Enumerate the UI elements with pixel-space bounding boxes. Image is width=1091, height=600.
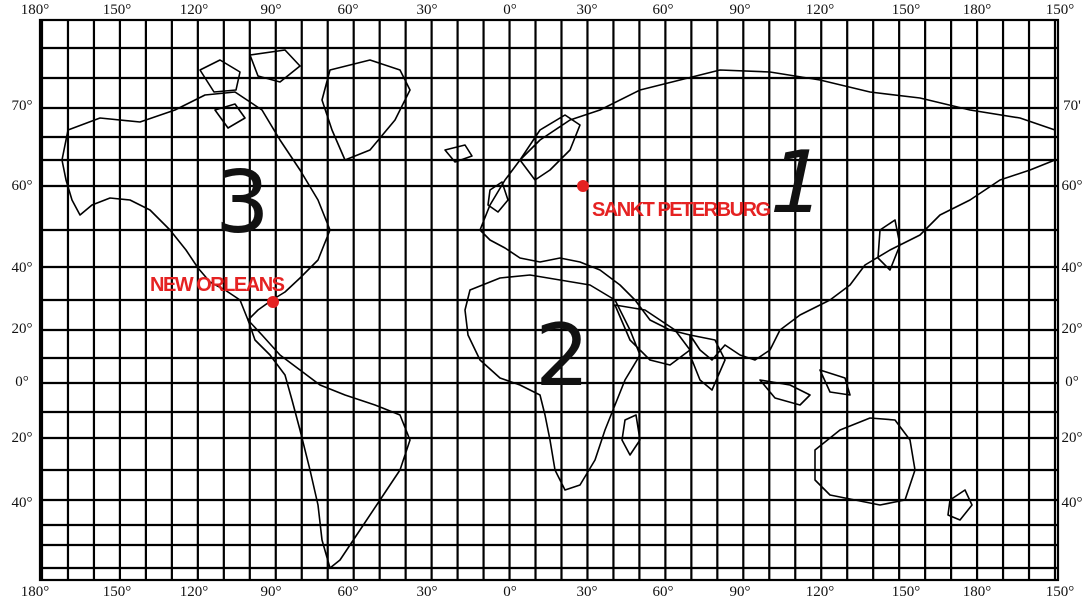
longitude-label-bottom: 60° bbox=[338, 584, 359, 600]
longitude-label-bottom: 150° bbox=[892, 584, 921, 600]
longitude-label-bottom: 90° bbox=[261, 584, 282, 600]
city-label-new-orleans: NEW ORLEANS bbox=[150, 274, 285, 296]
city-label-sankt-peterburg: SANKT PETERBURG bbox=[592, 199, 770, 221]
longitude-label-top: 30° bbox=[417, 2, 438, 18]
longitude-label-bottom: 150° bbox=[1046, 584, 1075, 600]
city-dot-sankt-peterburg[interactable] bbox=[577, 180, 589, 192]
latitude-label-right: 20° bbox=[1062, 430, 1083, 446]
longitude-label-bottom: 180° bbox=[963, 584, 992, 600]
longitude-label-bottom: 30° bbox=[417, 584, 438, 600]
longitude-label-top: 180° bbox=[963, 2, 992, 18]
longitude-label-top: 150° bbox=[103, 2, 132, 18]
latitude-label-left: 20° bbox=[12, 430, 33, 446]
longitude-label-top: 150° bbox=[1046, 2, 1075, 18]
latitude-label-right: 70' bbox=[1063, 98, 1081, 114]
longitude-label-top: 90° bbox=[261, 2, 282, 18]
longitude-label-bottom: 150° bbox=[103, 584, 132, 600]
coastlines bbox=[61, 49, 1056, 569]
longitude-label-top: 30° bbox=[577, 2, 598, 18]
longitude-label-bottom: 180° bbox=[21, 584, 50, 600]
longitude-label-bottom: 120° bbox=[806, 584, 835, 600]
coordinate-labels: 180°150°120°90°60°30°0°30°60°90°120°150°… bbox=[12, 2, 1083, 600]
latitude-label-left: 0° bbox=[15, 374, 29, 390]
longitude-label-top: 120° bbox=[180, 2, 209, 18]
longitude-label-bottom: 120° bbox=[180, 584, 209, 600]
latitude-label-right: 20° bbox=[1062, 321, 1083, 337]
longitude-label-bottom: 90° bbox=[730, 584, 751, 600]
latitude-label-left: 70° bbox=[12, 98, 33, 114]
longitude-label-bottom: 30° bbox=[577, 584, 598, 600]
latitude-label-left: 20° bbox=[12, 321, 33, 337]
graticule bbox=[40, 20, 1058, 580]
longitude-label-bottom: 0° bbox=[503, 584, 517, 600]
longitude-label-top: 180° bbox=[21, 2, 50, 18]
zone-number-2: 2 bbox=[535, 306, 590, 406]
latitude-label-right: 40° bbox=[1062, 260, 1083, 276]
longitude-label-top: 150° bbox=[892, 2, 921, 18]
latitude-label-right: 0° bbox=[1065, 374, 1079, 390]
longitude-label-top: 60° bbox=[653, 2, 674, 18]
zone-number-3: 3 bbox=[215, 153, 270, 253]
longitude-label-top: 0° bbox=[503, 2, 517, 18]
city-dot-new-orleans[interactable] bbox=[267, 296, 279, 308]
latitude-label-right: 60° bbox=[1062, 178, 1083, 194]
longitude-label-top: 120° bbox=[806, 2, 835, 18]
city-markers: SANKT PETERBURG NEW ORLEANS bbox=[150, 180, 772, 308]
latitude-label-left: 40° bbox=[12, 495, 33, 511]
longitude-label-bottom: 60° bbox=[653, 584, 674, 600]
latitude-label-left: 60° bbox=[12, 178, 33, 194]
longitude-label-top: 90° bbox=[730, 2, 751, 18]
longitude-label-top: 60° bbox=[338, 2, 359, 18]
latitude-label-left: 40° bbox=[12, 260, 33, 276]
latitude-label-right: 40° bbox=[1062, 495, 1083, 511]
